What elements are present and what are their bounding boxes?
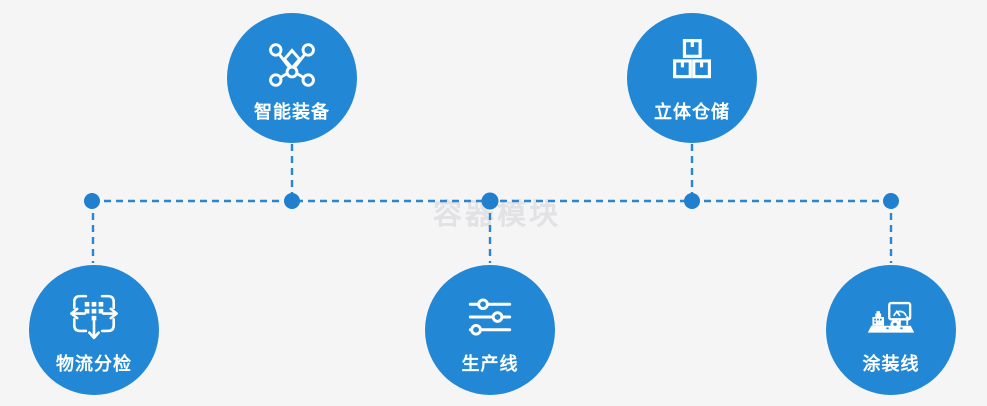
sliders-icon — [468, 297, 512, 336]
machine-monitor-icon — [867, 301, 915, 333]
node-warehouse: 立体仓储 — [627, 13, 757, 143]
node-label: 涂装线 — [862, 353, 920, 374]
node-painting-line: 涂装线 — [826, 265, 956, 395]
node-logistics-sorting: 物流分检 — [29, 265, 159, 395]
node-label: 物流分检 — [56, 353, 132, 374]
node-label: 生产线 — [461, 353, 519, 374]
sort-distribute-icon — [70, 294, 118, 339]
node-production-line: 生产线 — [425, 265, 555, 395]
network-nodes-icon — [269, 42, 315, 87]
node-label: 立体仓储 — [654, 101, 730, 122]
node-smart-equipment: 智能装备 — [227, 13, 357, 143]
stacked-boxes-icon — [673, 38, 711, 78]
node-label: 智能装备 — [254, 101, 330, 122]
junction-dots — [84, 192, 899, 210]
